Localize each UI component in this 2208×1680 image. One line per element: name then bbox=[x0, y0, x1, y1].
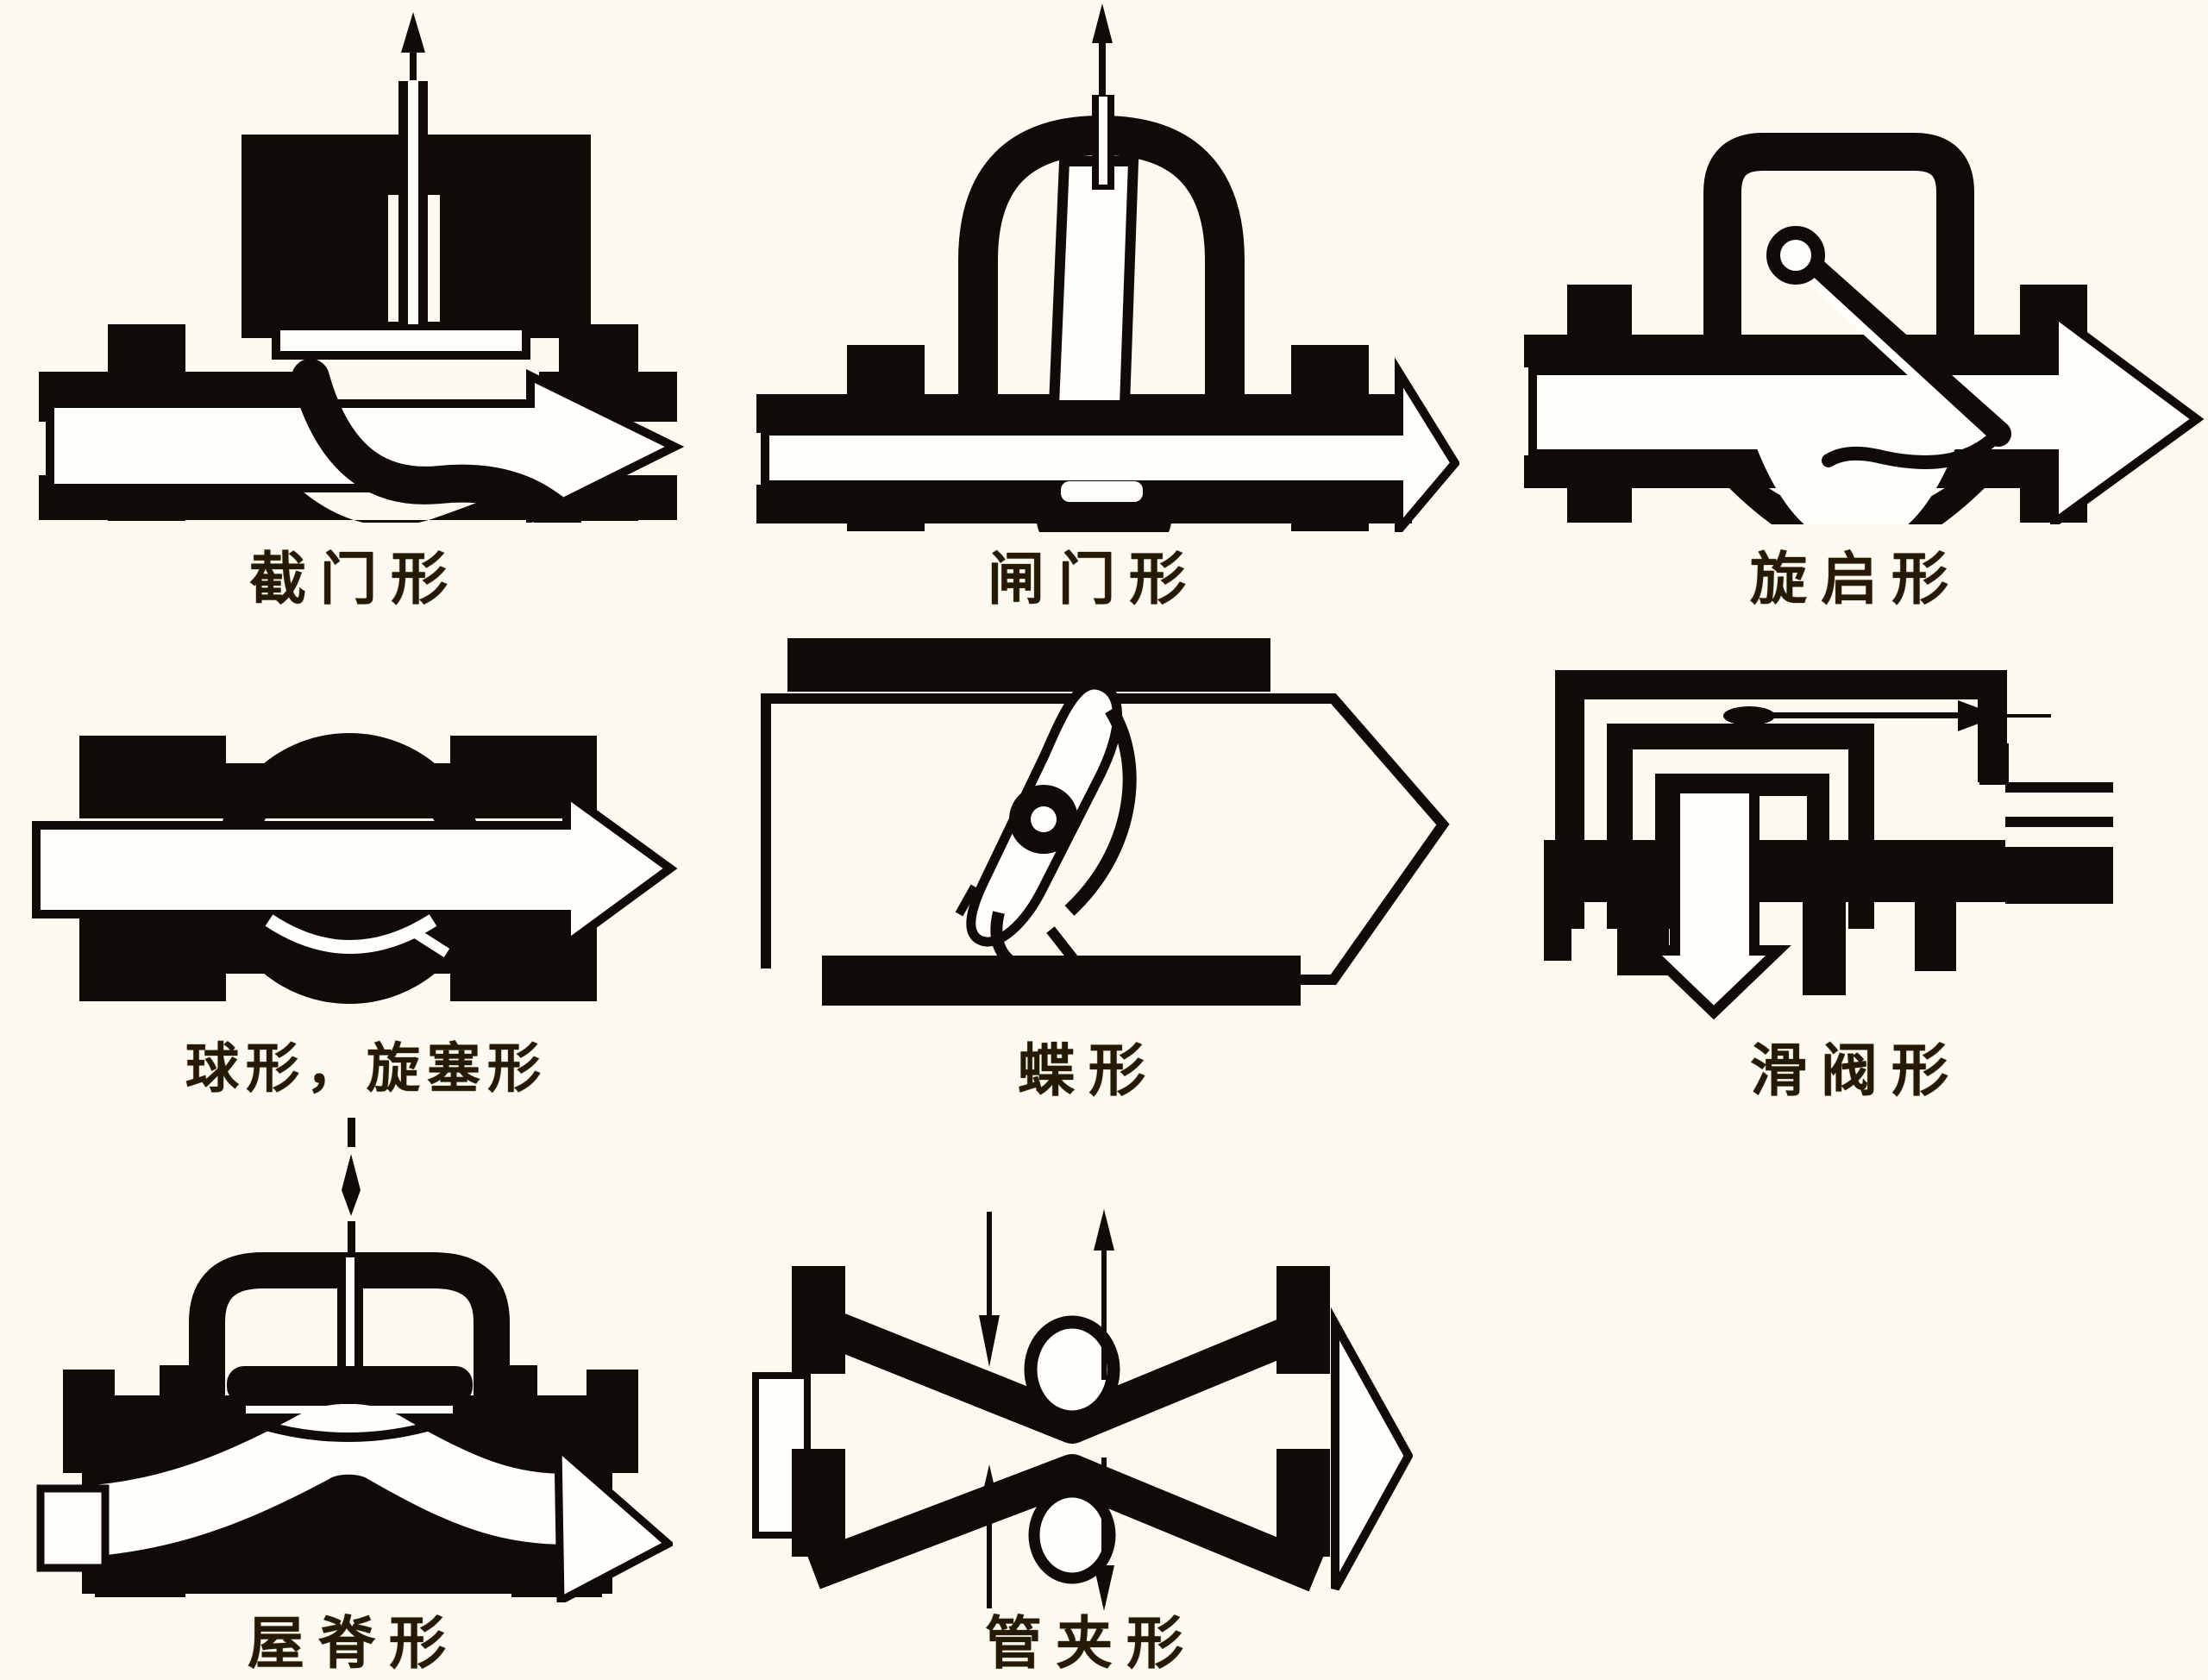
bonnet-cap bbox=[1703, 133, 1974, 335]
weir-diaphragm-valve-section-icon bbox=[36, 1118, 673, 1602]
port-detail bbox=[265, 914, 450, 958]
stem bbox=[337, 1118, 363, 1374]
label-globe: 截门形 bbox=[249, 546, 461, 612]
down-arrow-icon bbox=[1094, 1565, 1114, 1611]
stem-arrow-icon bbox=[1092, 3, 1113, 43]
label-slide: 滑阀形 bbox=[1750, 1037, 1962, 1104]
globe-valve-diagram bbox=[26, 5, 690, 523]
slide-valve-section-icon bbox=[1544, 670, 2113, 1019]
swing-check-valve-diagram bbox=[1511, 50, 2205, 524]
label-weir: 屋脊形 bbox=[248, 1610, 460, 1677]
swing-internals bbox=[1703, 133, 2011, 469]
label-swing: 旋启形 bbox=[1750, 546, 1962, 612]
weir-valve-diagram bbox=[30, 1111, 673, 1602]
label-butterfly: 蝶形 bbox=[1018, 1037, 1159, 1104]
pipe-body bbox=[79, 736, 597, 1001]
butterfly-valve-diagram bbox=[740, 628, 1460, 1016]
down-arrow-icon bbox=[979, 1315, 1000, 1367]
label-ball-plug: 球形，旋塞形 bbox=[185, 1037, 549, 1100]
gate-internals bbox=[958, 3, 1245, 411]
outlet-pipe bbox=[1979, 743, 2113, 904]
ball-plug-valve-diagram bbox=[10, 634, 692, 1018]
swing-check-valve-section-icon bbox=[1524, 133, 2205, 524]
pinched-tube-walls bbox=[806, 1303, 1324, 1592]
slide-valve-diagram bbox=[1544, 640, 2113, 1019]
globe-internals bbox=[242, 12, 591, 523]
flapper-disc bbox=[1798, 254, 2011, 447]
up-arrow-icon bbox=[979, 1464, 1000, 1509]
nested-frames bbox=[1544, 670, 2007, 961]
stem-arrow-icon bbox=[401, 12, 425, 53]
flow-arrow bbox=[761, 357, 1459, 532]
flow-arrow bbox=[1528, 304, 2205, 524]
gate-valve-diagram bbox=[743, 2, 1459, 532]
stem-arrow-icon bbox=[342, 1154, 361, 1216]
seat-pocket bbox=[1061, 481, 1143, 502]
spool-arrow bbox=[1723, 700, 2051, 731]
butterfly-disc bbox=[955, 680, 1137, 975]
down-flow-arrow bbox=[1636, 783, 1791, 1019]
pinch-valve-diagram bbox=[731, 1199, 1413, 1621]
flow-arrowhead bbox=[554, 1438, 673, 1602]
pipe-body bbox=[756, 345, 1412, 532]
label-pinch: 管夹形 bbox=[985, 1610, 1197, 1677]
globe-valve-section-icon bbox=[39, 12, 685, 523]
hinge-pivot bbox=[1766, 226, 1825, 285]
flow-arrow bbox=[32, 785, 678, 953]
wedge-gate bbox=[1048, 156, 1139, 411]
pinch-rollers bbox=[1024, 1315, 1120, 1584]
pipe-body bbox=[761, 638, 1450, 1006]
up-arrow-icon bbox=[1094, 1209, 1114, 1251]
squeeze-arrows bbox=[979, 1209, 1114, 1611]
label-gate: 闸门形 bbox=[988, 546, 1200, 612]
pinch-valve-section-icon bbox=[752, 1209, 1413, 1611]
flow-arrow-outline bbox=[761, 693, 1450, 985]
ball-plug-valve-section-icon bbox=[32, 733, 678, 1004]
flow-arrowhead bbox=[1331, 1307, 1413, 1591]
gate-valve-section-icon bbox=[756, 3, 1459, 532]
butterfly-valve-section-icon bbox=[761, 638, 1450, 1006]
diaphragm bbox=[227, 1366, 473, 1442]
